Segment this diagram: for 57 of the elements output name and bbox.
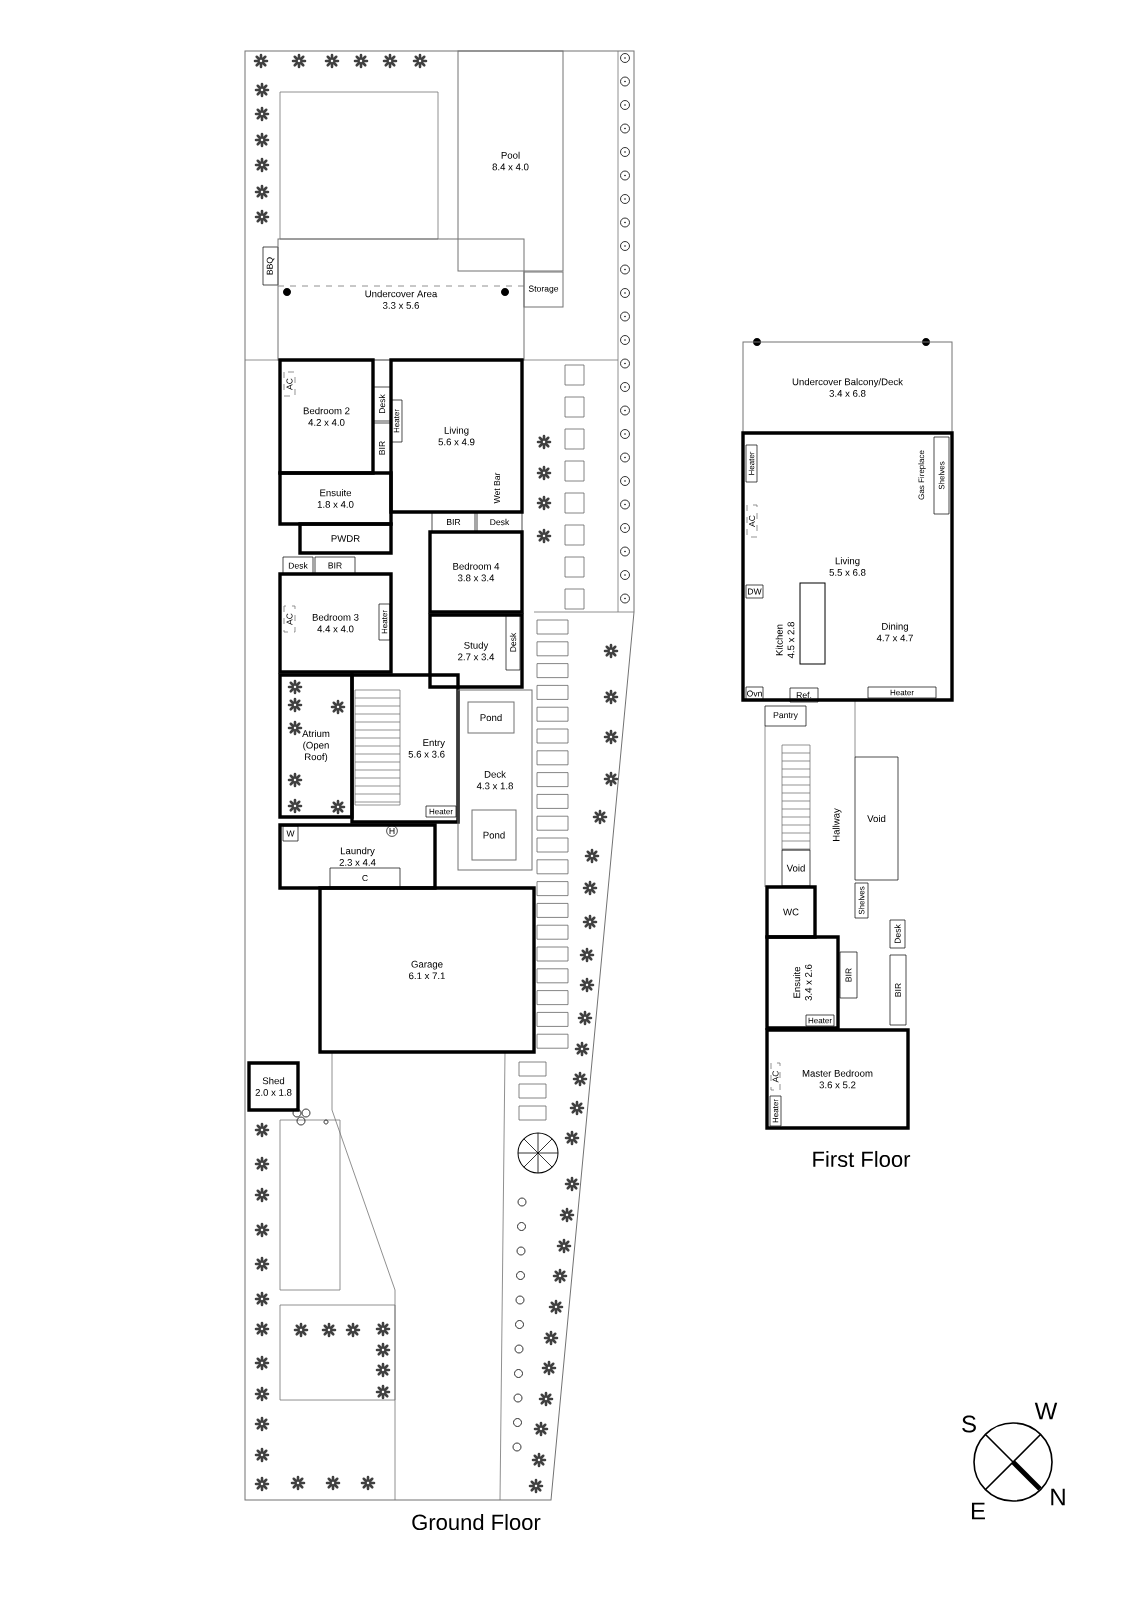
room-outline: PWDR bbox=[298, 522, 393, 555]
fixture-box: W bbox=[282, 825, 299, 842]
fixture-box: Desk bbox=[476, 511, 523, 533]
compass-letter: N bbox=[1051, 1488, 1065, 1506]
outdoor-area: Pond bbox=[471, 809, 517, 861]
fixture-box: Desk bbox=[282, 556, 314, 575]
fixture-label: Wet Bar bbox=[494, 472, 500, 504]
fixture-box: Desk bbox=[505, 614, 521, 671]
room-outline: Garage 6.1 x 7.1 bbox=[318, 886, 536, 1054]
fixture-box: Heater bbox=[745, 444, 758, 483]
fixture-box: Ovn bbox=[745, 686, 764, 701]
fixture-box: AC bbox=[283, 371, 296, 397]
fixture-box: Heater bbox=[769, 1095, 782, 1127]
room-outline: Shed 2.0 x 1.8 bbox=[247, 1061, 300, 1112]
room-outline: Atrium (Open Roof) bbox=[278, 673, 354, 819]
fixture-box: Heater bbox=[390, 399, 403, 443]
fixture-box: Shelves bbox=[933, 436, 950, 515]
outdoor-area: Undercover Balcony/Deck 3.4 x 6.8 bbox=[742, 341, 953, 434]
fixture-box: Desk bbox=[889, 919, 906, 949]
compass-letter: W bbox=[1034, 1402, 1058, 1420]
fixture-box: BIR bbox=[431, 511, 476, 533]
outdoor-area: Undercover Area 3.3 x 5.6 bbox=[277, 238, 525, 361]
floor-title: Ground Floor bbox=[412, 1513, 541, 1531]
fixture-box: Shelves bbox=[854, 882, 869, 919]
fixture-box: Desk bbox=[372, 386, 392, 422]
fixture-box: DW bbox=[745, 584, 764, 599]
fixture-label: Gas Fireplace bbox=[918, 450, 926, 500]
fixture-box: AC bbox=[283, 605, 296, 633]
fixture-box: BIR bbox=[839, 951, 858, 999]
fixture-box: BIR bbox=[372, 422, 392, 474]
fixture-box: Heater bbox=[867, 686, 937, 699]
fixture-box: Heater bbox=[425, 805, 457, 818]
outdoor-area: Pool 8.4 x 4.0 bbox=[457, 50, 564, 272]
fixture-box: Heater bbox=[805, 1014, 835, 1027]
fixture-label: H bbox=[386, 825, 398, 837]
compass-letter: E bbox=[972, 1502, 985, 1520]
room-outline: Bedroom 4 3.8 x 3.4 bbox=[428, 530, 524, 614]
fixture-box: BIR bbox=[889, 954, 907, 1026]
room-label: Kitchen 4.5 x 2.8 bbox=[775, 622, 795, 659]
outdoor-area: Storage bbox=[523, 271, 564, 308]
fixture-box: AC bbox=[770, 1062, 781, 1091]
fixture-box: Void bbox=[854, 756, 899, 881]
fixture-box: BBQ bbox=[262, 246, 279, 286]
fixture-box: BIR bbox=[314, 556, 356, 575]
fixture-box: AC bbox=[746, 504, 758, 538]
fixture-box: Pantry bbox=[764, 705, 807, 727]
compass-letter: S bbox=[962, 1415, 976, 1433]
floor-title: First Floor bbox=[813, 1150, 911, 1168]
outdoor-area: Pond bbox=[467, 701, 515, 734]
fixture-box: Ref. bbox=[789, 687, 819, 703]
room-outline: WC bbox=[765, 885, 817, 939]
fixture-box: Heater bbox=[378, 603, 391, 641]
room-label: Hallway bbox=[832, 808, 842, 842]
room-label: Dining 4.7 x 4.7 bbox=[876, 622, 913, 642]
fixture-box: Void bbox=[781, 849, 811, 887]
fixture-box: C bbox=[329, 867, 401, 889]
room-outline: Ensuite 1.8 x 4.0 bbox=[278, 471, 393, 526]
